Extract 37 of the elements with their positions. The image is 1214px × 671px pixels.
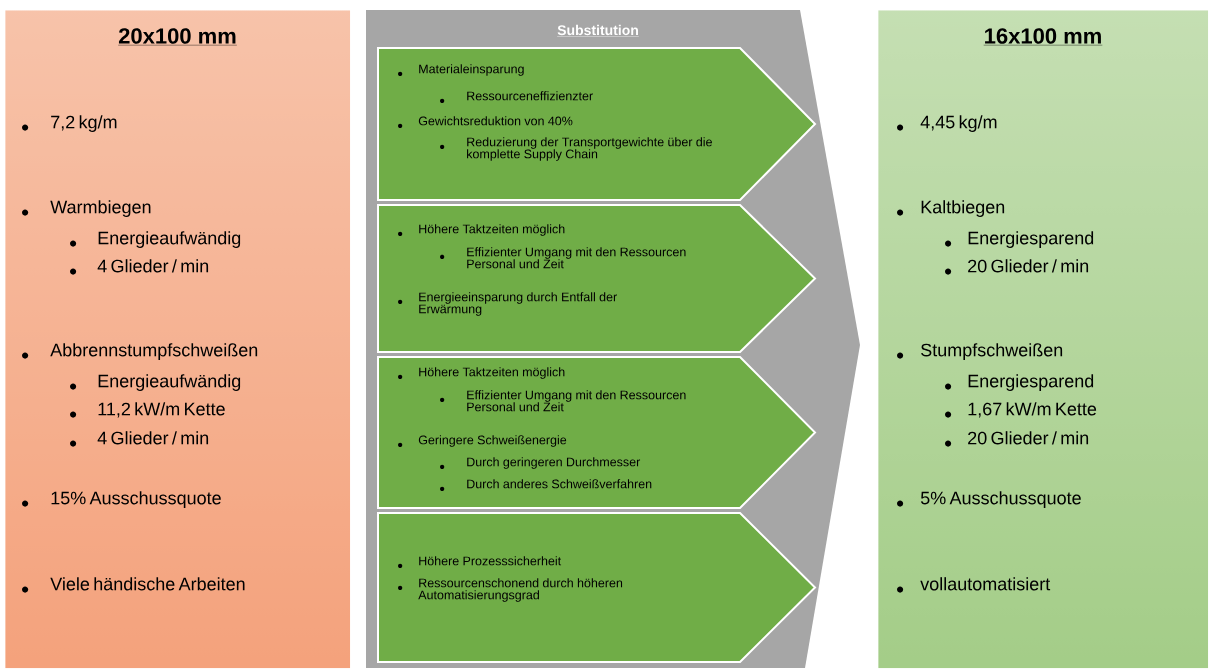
bullet-item: Energiesparend <box>945 231 1094 248</box>
bullet-item: 4 Glieder / min <box>70 431 209 447</box>
band-title: Substitution <box>557 24 640 37</box>
bullet-item: Ressourcenschonend durch höheren Automatisierungsgrad <box>398 578 623 602</box>
bullet-item: Geringere Schweißenergie <box>398 435 567 447</box>
bullet-item: Energieeinsparung durch Entfall der Erwärmung <box>398 292 617 316</box>
bullet-item: 5% Ausschussquote <box>897 491 1081 508</box>
bullet-item: Ressourceneffizienzter <box>440 91 593 103</box>
bullet-item: 4,45 kg/m <box>897 115 997 132</box>
bullet-item: Durch anderes Schweißverfahren <box>440 479 652 491</box>
bullet-item: 7,2 kg/m <box>22 115 117 132</box>
bullet-item: Reduzierung der Transportgewichte über die komplette Supply Chain <box>440 137 712 161</box>
bullet-item: Energieaufwändig <box>70 231 241 248</box>
bullet-item: Höhere Taktzeiten möglich <box>398 224 565 236</box>
bullet-item: Durch geringeren Durchmesser <box>440 457 641 469</box>
bullet-item: Effizienter Umgang mit den Ressourcen Personal und Zeit <box>440 390 686 412</box>
bullet-item: Energiesparend <box>945 374 1094 391</box>
bullet-item: Warmbiegen <box>22 200 151 217</box>
bullet-item: 11,2 kW/m Kette <box>70 402 225 418</box>
bullet-item: Gewichtsreduktion von 40% <box>398 116 573 128</box>
bullet-item: Höhere Taktzeiten möglich <box>398 367 565 379</box>
panel-title: 20x100 mm <box>118 28 238 46</box>
bullet-item: Kaltbiegen <box>897 200 1005 217</box>
bullet-item: 20 Glieder / min <box>945 431 1089 447</box>
bullet-item: vollautomatisiert <box>897 577 1051 593</box>
bullet-item: Viele händische Arbeiten <box>22 577 245 593</box>
bullet-item: 15% Ausschussquote <box>22 491 221 508</box>
bullet-item: Effizienter Umgang mit den Ressourcen Personal und Zeit <box>440 247 686 269</box>
bullet-item: Abbrennstumpfschweißen <box>22 343 258 360</box>
bullet-item: 20 Glieder / min <box>945 259 1089 275</box>
bullet-item: Materialeinsparung <box>398 64 524 76</box>
bullet-item: Energieaufwändig <box>70 374 241 391</box>
panel-title: 16x100 mm <box>983 28 1103 46</box>
bullet-item: 1,67 kW/m Kette <box>945 402 1097 418</box>
bullet-item: Stumpfschweißen <box>897 343 1063 360</box>
bullet-item: Höhere Prozesssicherheit <box>398 556 562 568</box>
bullet-item: 4 Glieder / min <box>70 259 209 275</box>
